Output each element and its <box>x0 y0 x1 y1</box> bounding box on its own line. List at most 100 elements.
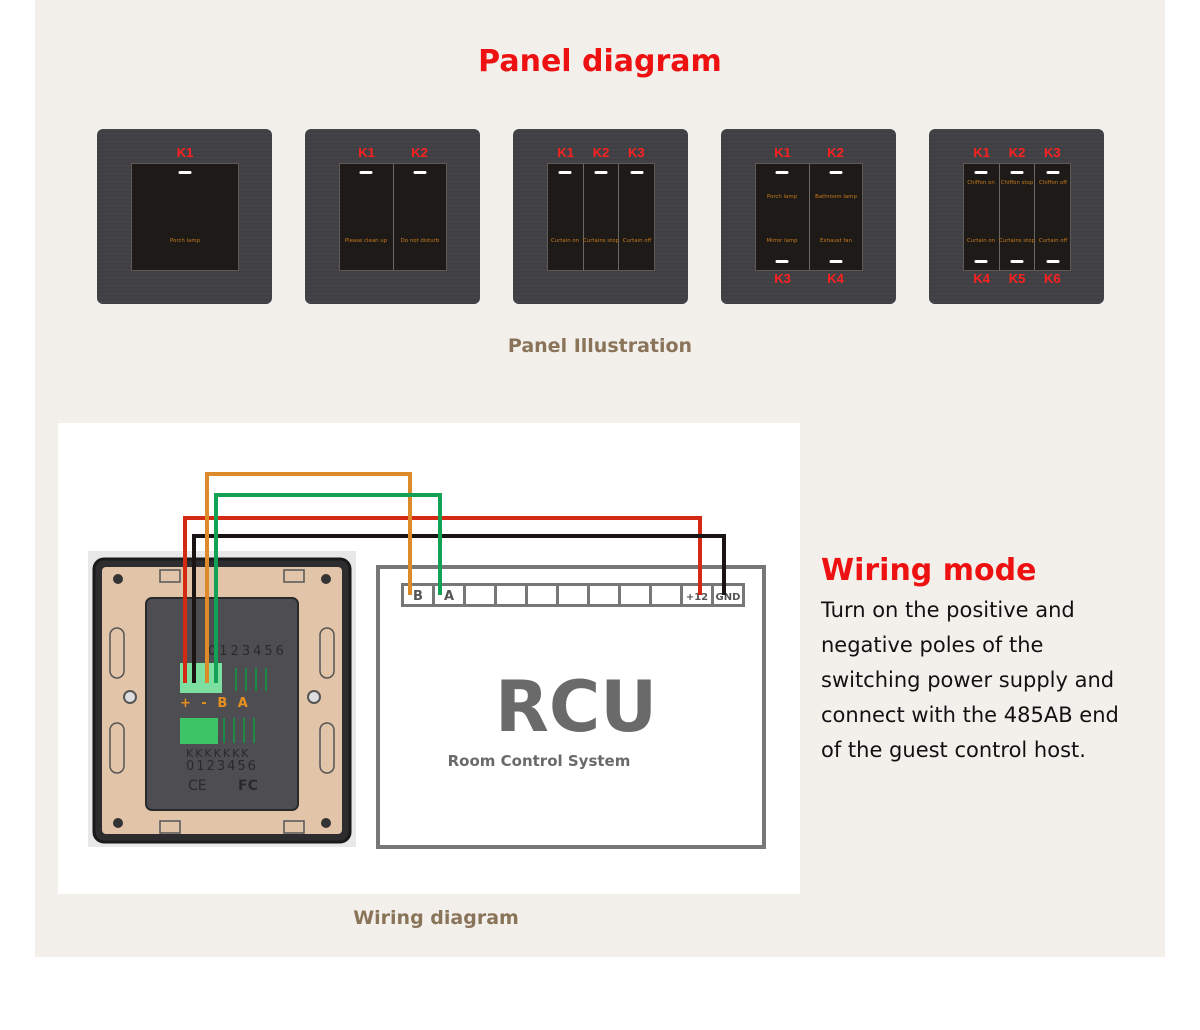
switch-key[interactable]: Please clean up <box>340 164 394 270</box>
key-function-label: Exhaust fan <box>819 238 852 244</box>
switch-terminal-labels: + - B A <box>180 696 251 711</box>
switch-plate: Porch lamp <box>131 163 239 271</box>
rcu-box <box>376 565 766 849</box>
indicator-led <box>829 171 843 174</box>
key-function-label: Chiffon off <box>1038 180 1067 186</box>
clip-slot <box>283 569 305 583</box>
wiring-mode-description: Turn on the positive and negative poles … <box>821 593 1141 768</box>
key-number-label: K5 <box>1008 271 1026 286</box>
clip-slot <box>159 820 181 834</box>
key-number-label: K1 <box>358 145 375 160</box>
indicator-led <box>1046 260 1060 263</box>
mount-slot <box>319 722 335 774</box>
screw <box>123 690 137 704</box>
wires <box>183 472 726 683</box>
wiring-mode-title: Wiring mode <box>821 553 1037 588</box>
key-number-label: K2 <box>411 145 428 160</box>
indicator-led <box>1010 260 1024 263</box>
indicator-led <box>775 260 789 263</box>
indicator-led <box>630 171 644 174</box>
mount-slot <box>109 627 125 679</box>
indicator-led <box>413 171 427 174</box>
indicator-led <box>1046 171 1060 174</box>
status-block <box>180 718 218 744</box>
wire-a <box>214 493 442 683</box>
key-function-label: Porch lamp <box>767 194 798 200</box>
wire-negative <box>192 534 726 683</box>
key-function-label: Chiffon stop <box>1000 180 1034 186</box>
rcu-terminal-label: A <box>444 589 454 604</box>
switch-key[interactable]: Do not disturb <box>394 164 447 270</box>
wiring-diagram-caption: Wiring diagram <box>353 907 519 929</box>
key-number-label: K1 <box>774 145 791 160</box>
switch-upper-digits: 0123456 <box>208 644 287 659</box>
key-number-label: K6 <box>1044 271 1061 286</box>
key-function-label: Mirror lamp <box>766 238 798 244</box>
description-line: Turn on the positive and <box>821 598 1075 622</box>
key-number-label: K1 <box>557 145 574 160</box>
switch-key[interactable]: Curtain off <box>619 164 654 270</box>
screw-hole <box>321 574 331 584</box>
description-line: switching power supply and <box>821 668 1115 692</box>
key-number-label: K2 <box>827 145 844 160</box>
rcu-terminal <box>497 586 525 604</box>
key-function-label: Curtains stop <box>999 238 1035 244</box>
rcu-terminal-label: +12 <box>686 592 708 603</box>
panel-illustration-caption: Panel Illustration <box>507 335 693 357</box>
description-line: connect with the 485AB end <box>821 703 1119 727</box>
switch-key[interactable]: Curtain on <box>548 164 584 270</box>
key-number-label: K3 <box>1044 145 1061 160</box>
rcu-terminal <box>590 586 618 604</box>
key-function-label: Curtain off <box>1038 238 1067 244</box>
indicator-led <box>974 260 988 263</box>
indicator-led <box>359 171 373 174</box>
indicator-led <box>594 171 608 174</box>
key-function-label: Porch lamp <box>169 238 201 244</box>
wire-b <box>205 472 412 683</box>
description-line: of the guest control host. <box>821 738 1086 762</box>
rcu-terminal <box>714 586 742 604</box>
screw <box>307 690 321 704</box>
clip-slot <box>159 569 181 583</box>
indicator-led <box>1010 171 1024 174</box>
rcu-terminal <box>683 586 711 604</box>
mount-slot <box>109 722 125 774</box>
rcu-terminal-label: B <box>413 589 423 604</box>
switch-lower-digits: 0123456 <box>186 759 258 774</box>
ce-mark: CE <box>188 778 207 794</box>
switch-key[interactable]: Porch lamp <box>132 164 238 270</box>
key-function-label: Chiffon on <box>967 180 996 186</box>
rcu-terminal <box>559 586 587 604</box>
wiring-diagram-svg: 0123456 + - B A KKKKKKK 0123456 CE FC B A… <box>88 472 766 849</box>
wire-positive <box>183 516 702 683</box>
indicator-led <box>775 171 789 174</box>
key-function-label: Curtain on <box>551 238 580 244</box>
fcc-mark: FC <box>238 778 258 794</box>
key-number-label: K4 <box>827 271 844 286</box>
rcu-terminal <box>621 586 649 604</box>
switch-back-module: 0123456 + - B A KKKKKKK 0123456 CE FC <box>88 551 356 847</box>
page-title: Panel diagram <box>478 44 722 79</box>
rcu-title: RCU <box>495 666 657 748</box>
screw-hole <box>321 818 331 828</box>
key-number-label: K4 <box>973 271 990 286</box>
switch-key[interactable]: Curtains stop <box>583 164 620 270</box>
rcu-terminal <box>466 586 494 604</box>
screw-hole <box>113 574 123 584</box>
key-number-label: K3 <box>774 271 791 286</box>
indicator-led <box>829 260 843 263</box>
